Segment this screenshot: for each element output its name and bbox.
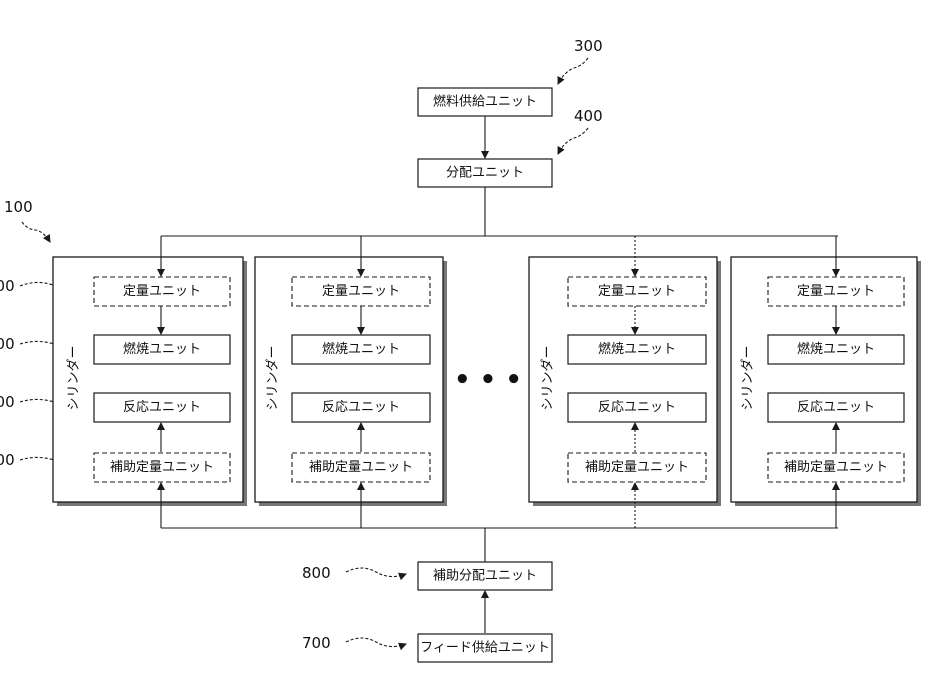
aux-metering-label-2: 補助定量ユニット — [309, 460, 413, 475]
combustion-label-3: 燃焼ユニット — [598, 341, 676, 357]
ref-metering: 200 — [0, 277, 15, 295]
ref-aux-distribution: 800 — [302, 564, 331, 582]
leader-aux-distribution — [346, 568, 406, 577]
leader-distribution — [558, 128, 588, 154]
feed-supply-unit: フィード供給ユニット — [418, 634, 552, 662]
cylinder-label-1: シリンダー — [67, 345, 82, 410]
metering-label-4: 定量ユニット — [797, 284, 875, 299]
aux-distribution-label: 補助分配ユニット — [433, 569, 537, 584]
ref-combustion: 300 — [0, 335, 15, 353]
aux-metering-label-3: 補助定量ユニット — [585, 460, 689, 475]
metering-label-2: 定量ユニット — [322, 284, 400, 299]
metering-label-1: 定量ユニット — [123, 284, 201, 299]
cylinder-label-3: シリンダー — [541, 345, 556, 410]
reaction-label-4: 反応ユニット — [797, 400, 875, 415]
reaction-label-3: 反応ユニット — [598, 400, 676, 415]
reaction-label-2: 反応ユニット — [322, 400, 400, 415]
cylinder-1: 定量ユニット 燃焼ユニット 反応ユニット 補助定量ユニット シリンダー — [53, 236, 247, 528]
cylinder-2: 定量ユニット 燃焼ユニット 反応ユニット 補助定量ユニット シリンダー — [255, 236, 447, 528]
combustion-label-2: 燃焼ユニット — [322, 341, 400, 357]
distribution-label: 分配ユニット — [446, 166, 524, 181]
leader-feed-supply — [346, 638, 406, 647]
reaction-label-1: 反応ユニット — [123, 400, 201, 415]
combustion-label-1: 燃焼ユニット — [123, 341, 201, 357]
leader-cylinder-group — [22, 222, 50, 242]
aux-distribution-unit: 補助分配ユニット — [418, 562, 552, 590]
ref-cylinder-group: 100 — [4, 198, 33, 216]
metering-label-3: 定量ユニット — [598, 284, 676, 299]
ref-reaction: 400 — [0, 393, 15, 411]
ref-fuel-supply: 300 — [574, 37, 603, 55]
ref-aux-metering: 500 — [0, 451, 15, 469]
aux-metering-label-1: 補助定量ユニット — [110, 460, 214, 475]
cylinder-label-2: シリンダー — [266, 345, 281, 410]
cylinder-3: 定量ユニット 燃焼ユニット 反応ユニット 補助定量ユニット シリンダー — [529, 236, 721, 528]
cylinder-label-4: シリンダー — [741, 345, 756, 410]
leader-fuel-supply — [558, 58, 588, 84]
distribution-unit: 分配ユニット — [418, 159, 552, 187]
aux-metering-label-4: 補助定量ユニット — [784, 460, 888, 475]
cylinder-4: 定量ユニット 燃焼ユニット 反応ユニット 補助定量ユニット シリンダー — [731, 236, 921, 528]
fuel-supply-label: 燃料供給ユニット — [433, 94, 537, 110]
ref-feed-supply: 700 — [302, 634, 331, 652]
fuel-supply-unit: 燃料供給ユニット — [418, 88, 552, 116]
feed-supply-label: フィード供給ユニット — [420, 641, 550, 656]
combustion-label-4: 燃焼ユニット — [797, 341, 875, 357]
ref-distribution: 400 — [574, 107, 603, 125]
ellipsis: • • • — [454, 365, 522, 395]
